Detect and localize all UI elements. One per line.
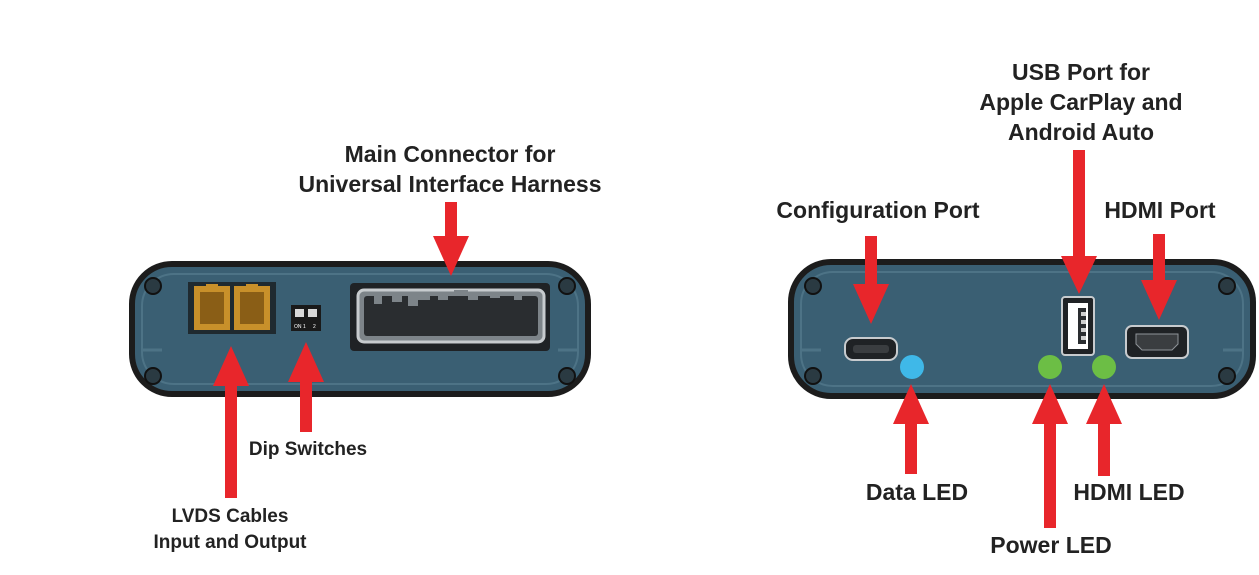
arrow-power-led: [1032, 384, 1068, 528]
left-unit: ON 1 2: [129, 261, 591, 397]
right-housing-panel: [800, 271, 1244, 387]
data-led-label: Data LED: [847, 477, 987, 507]
hdmi-led: [1092, 355, 1116, 379]
arrow-configuration-port: [853, 236, 889, 324]
arrow-hdmi-led: [1086, 384, 1122, 476]
screw: [558, 277, 576, 295]
dip-1-marking: 1: [303, 324, 306, 330]
lvds-label-line-2: Input and Output: [153, 532, 307, 553]
usb-port-label-line-3: Android Auto: [1007, 119, 1155, 145]
screw: [804, 367, 822, 385]
lvds-label-line-1: LVDS Cables: [171, 506, 289, 527]
screw: [144, 367, 162, 385]
screw: [1218, 367, 1236, 385]
data-led: [900, 355, 924, 379]
dip-2-marking: 2: [313, 324, 316, 330]
screw: [1218, 277, 1236, 295]
screw: [804, 277, 822, 295]
left-housing-panel: [141, 273, 579, 385]
arrow-hdmi-port: [1141, 234, 1177, 320]
usb-port-label: USB Port for Apple CarPlay and Android A…: [950, 57, 1212, 147]
arrow-usb-port: [1061, 150, 1097, 294]
configuration-port-label-text: Configuration Port: [776, 197, 980, 223]
hdmi-led-label: HDMI LED: [1056, 477, 1202, 507]
hdmi-led-label-text: HDMI LED: [1073, 479, 1185, 505]
usb-port: [1061, 296, 1095, 356]
configuration-port-label: Configuration Port: [758, 195, 998, 225]
arrow-lvds: [213, 346, 249, 498]
main-connector-label-line-1: Main Connector for: [344, 141, 556, 167]
usb-port-label-line-1: USB Port for: [1012, 59, 1150, 85]
arrow-data-led: [893, 384, 929, 474]
usb-port-label-line-2: Apple CarPlay and: [979, 89, 1183, 115]
data-led-label-text: Data LED: [865, 479, 969, 505]
main-connector: [350, 283, 550, 351]
arrows: [213, 150, 1177, 528]
main-connector-label-line-2: Universal Interface Harness: [298, 171, 602, 197]
dip-on-marking: ON: [294, 324, 302, 330]
hdmi-port: [1125, 325, 1189, 359]
arrow-dip-switches: [288, 342, 324, 432]
hdmi-port-label-text: HDMI Port: [1104, 197, 1216, 223]
hdmi-port-label: HDMI Port: [1085, 195, 1235, 225]
dip-switch-block: ON 1 2: [291, 305, 321, 331]
power-led: [1038, 355, 1062, 379]
screw: [144, 277, 162, 295]
main-connector-label: Main Connector for Universal Interface H…: [250, 139, 650, 199]
lvds-label: LVDS Cables Input and Output: [120, 504, 340, 556]
screw: [558, 367, 576, 385]
power-led-label: Power LED: [976, 530, 1126, 560]
right-unit: [788, 259, 1256, 399]
lvds-connector: [188, 282, 276, 334]
dip-switches-label: Dip Switches: [228, 437, 388, 463]
power-led-label-text: Power LED: [990, 532, 1112, 558]
dip-switches-label-text: Dip Switches: [248, 439, 368, 460]
configuration-port: [844, 337, 898, 361]
arrow-main-connector: [433, 202, 469, 276]
